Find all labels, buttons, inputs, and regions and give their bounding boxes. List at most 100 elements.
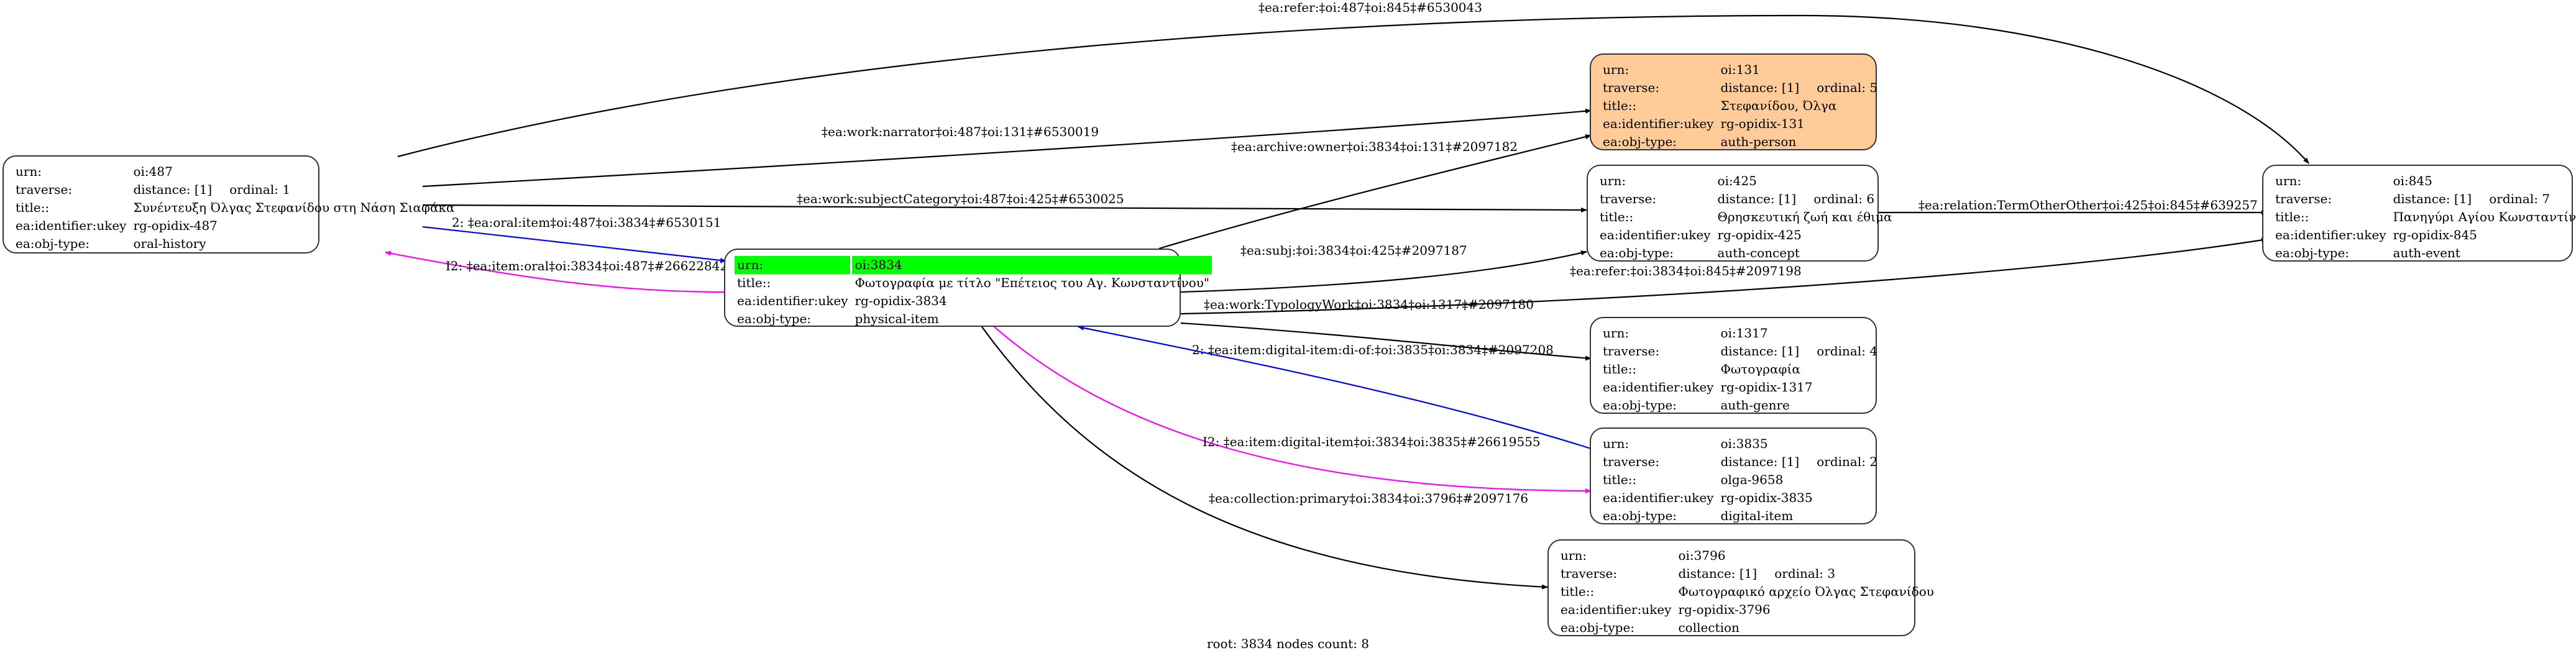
edge-item-oral-3834-487 (385, 250, 727, 293)
edge-label: I2: ‡ea:item:oral‡oi:3834‡oi:487‡#266228… (446, 258, 728, 273)
title-value: Στεφανίδου, Όλγα (1720, 98, 1837, 113)
title-label: title:: (1603, 472, 1637, 487)
ukey-label: ea:identifier:ukey (1561, 602, 1672, 617)
node-oi-425[interactable]: urn:oi:425 traverse:distance: [1]ordinal… (1587, 165, 1892, 262)
urn-label: urn: (16, 164, 42, 179)
objtype-label: ea:obj-type: (1603, 508, 1677, 523)
objtype-value: auth-concept (1717, 245, 1800, 260)
ordinal-value: ordinal: 1 (229, 182, 291, 197)
ukey-value: rg-opidix-487 (133, 218, 218, 233)
traverse-value: distance: [1]ordinal: 4 (1718, 342, 1880, 360)
ukey-value: rg-opidix-1317 (1720, 380, 1813, 395)
objtype-label: ea:obj-type: (16, 236, 90, 251)
objtype-label: ea:obj-type: (737, 311, 812, 326)
edge-refer-487-845 (397, 14, 2309, 164)
ukey-value: rg-opidix-845 (2393, 227, 2477, 242)
node-oi-1317[interactable]: urn:oi:1317 traverse:distance: [1]ordina… (1590, 317, 1877, 414)
urn-value: oi:845 (2393, 173, 2432, 188)
objtype-value: auth-person (1720, 134, 1797, 149)
urn-label: urn: (1600, 173, 1626, 188)
edge-label: ‡ea:work:subjectCategory‡oi:487‡oi:425‡#… (797, 191, 1124, 206)
edge-label: ‡ea:archive:owner‡oi:3834‡oi:131‡#209718… (1231, 139, 1518, 154)
ordinal-value: ordinal: 2 (1817, 454, 1878, 469)
edge-subj-3834-425 (1180, 250, 1587, 293)
traverse-label: traverse: (1603, 344, 1660, 359)
objtype-value: digital-item (1720, 508, 1794, 523)
ukey-value: rg-opidix-3796 (1678, 602, 1771, 617)
distance-value: distance: [1] (1717, 191, 1797, 206)
traverse-value: distance: [1] ordinal: 6 (1715, 190, 1894, 208)
title-value: olga-9658 (1720, 472, 1784, 487)
objtype-label: ea:obj-type: (1600, 245, 1674, 260)
title-value: Πανηγύρι Αγίου Κωνσταντίνου (2393, 209, 2576, 224)
edge-label: ‡ea:refer:‡oi:3834‡oi:845‡#2097198 (1570, 263, 1802, 278)
edge-label: ‡ea:work:TypologyWork‡oi:3834‡oi:1317‡#2… (1204, 297, 1534, 312)
objtype-value: auth-genre (1720, 398, 1790, 413)
ukey-value: rg-opidix-3835 (1720, 490, 1813, 505)
urn-label: urn: (1603, 436, 1629, 451)
node-oi-3835[interactable]: urn:oi:3835 traverse:distance: [1]ordina… (1590, 427, 1877, 524)
urn-label: urn: (1603, 326, 1629, 340)
edge-label: ‡ea:refer:‡oi:487‡oi:845‡#6530043 (1258, 0, 1482, 15)
ukey-label: ea:identifier:ukey (16, 218, 127, 233)
edge-typologywork-3834-1317 (1180, 322, 1592, 361)
objtype-label: ea:obj-type: (1561, 620, 1635, 635)
title-value: Συνέντευξη Όλγας Στεφανίδου στη Νάση Σια… (133, 200, 455, 215)
traverse-value: distance: [1]ordinal: 2 (1718, 453, 1880, 471)
traverse-label: traverse: (1600, 191, 1657, 206)
traverse-label: traverse: (2275, 191, 2332, 206)
objtype-label: ea:obj-type: (1603, 134, 1677, 149)
ukey-label: ea:identifier:ukey (1603, 490, 1714, 505)
ukey-label: ea:identifier:ukey (1603, 380, 1714, 395)
objtype-label: ea:obj-type: (1603, 398, 1677, 413)
edge-oral-item-487-3834 (422, 226, 727, 263)
edge-label: 2: ‡ea:item:digital-item:di-of:‡oi:3835‡… (1192, 342, 1554, 357)
title-value: Θρησκευτική ζωή και έθιμα (1717, 209, 1892, 224)
ordinal-value: ordinal: 6 (1813, 191, 1875, 206)
edge-item-digital-3834-3835 (994, 326, 1592, 493)
objtype-value: collection (1678, 620, 1739, 635)
traverse-value: distance: [1]ordinal: 3 (1675, 565, 1936, 583)
distance-value: distance: [1] (1720, 80, 1800, 95)
edge-digital-item-of-3835-3834 (1078, 325, 1592, 450)
graph-footer-caption: root: 3834 nodes count: 8 (1206, 636, 1370, 651)
title-label: title:: (1603, 362, 1637, 377)
title-label: title:: (1561, 584, 1595, 599)
edge-label: ‡ea:relation:TermOtherOther‡oi:425‡oi:84… (1918, 198, 2258, 212)
ukey-label: ea:identifier:ukey (2275, 227, 2386, 242)
edge-label: ‡ea:subj:‡oi:3834‡oi:425‡#2097187 (1240, 243, 1467, 258)
urn-value: oi:3835 (1720, 436, 1768, 451)
edge-narrator-487-131 (422, 108, 1592, 188)
edge-label: ‡ea:collection:primary‡oi:3834‡oi:3796‡#… (1209, 491, 1529, 506)
ordinal-value: ordinal: 4 (1817, 344, 1878, 359)
ukey-label: ea:identifier:ukey (737, 293, 848, 308)
ukey-label: ea:identifier:ukey (1603, 116, 1714, 131)
objtype-value: oral-history (133, 236, 206, 251)
title-label: title:: (1600, 209, 1634, 224)
title-label: title:: (2275, 209, 2309, 224)
title-value: Φωτογραφία (1720, 362, 1800, 377)
distance-value: distance: [1] (133, 182, 213, 197)
node-oi-845[interactable]: urn: oi:845 traverse: distance: [1]ordinal… (2262, 165, 2576, 262)
urn-label: urn: (1561, 548, 1587, 563)
node-oi-131[interactable]: urn:oi:131 traverse:distance: [1]ordinal… (1590, 53, 1877, 150)
traverse-label: traverse: (16, 182, 73, 197)
edge-refer-3834-845 (1180, 237, 2268, 315)
title-label: title:: (16, 200, 50, 215)
traverse-value: distance: [1]ordinal: 7 (2390, 190, 2576, 208)
urn-label: urn: (1603, 62, 1629, 77)
urn-label: urn: (735, 256, 851, 274)
urn-value: oi:3796 (1678, 548, 1726, 563)
traverse-value: distance: [1]ordinal: 5 (1718, 79, 1880, 97)
ordinal-value: ordinal: 7 (2489, 191, 2551, 206)
node-oi-487[interactable]: urn:oi:487 traverse:distance: [1]ordinal… (2, 155, 455, 254)
edge-subjectcategory-487-425 (422, 204, 1587, 212)
node-oi-3834-root[interactable]: urn:oi:3834 title::Φωτογραφία με τίτλο "… (724, 249, 1212, 327)
title-value: Φωτογραφικό αρχείο Όλγας Στεφανίδου (1678, 584, 1934, 599)
node-oi-3796[interactable]: urn:oi:3796 traverse:distance: [1]ordina… (1547, 539, 1934, 636)
urn-value: oi:3834 (852, 256, 1212, 274)
edge-label: I2: ‡ea:item:digital-item‡oi:3834‡oi:383… (1203, 434, 1541, 449)
urn-label: urn: (2275, 173, 2302, 188)
edge-collection-primary-3834-3796 (981, 326, 1548, 590)
